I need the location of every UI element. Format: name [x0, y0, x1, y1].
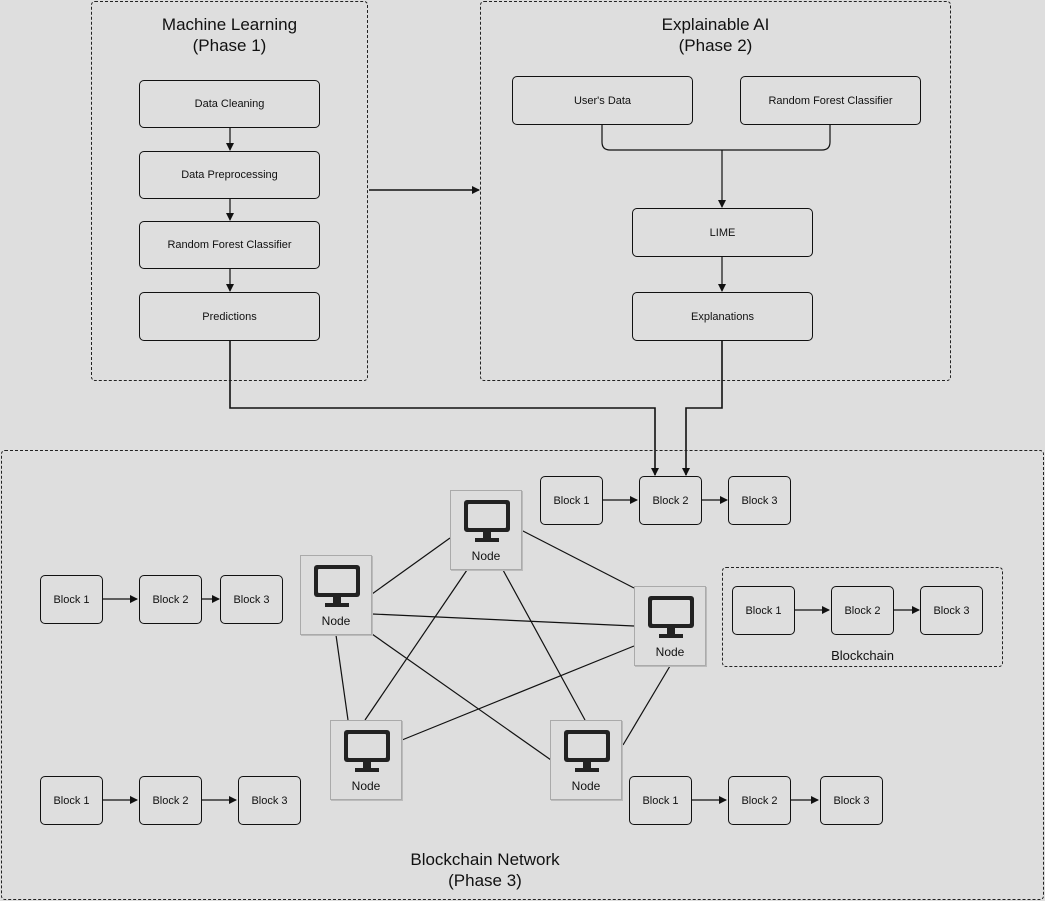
- phase2-subtitle-text: (Phase 2): [678, 36, 753, 55]
- phase2-title-text: Explainable AI: [661, 15, 770, 34]
- top-chain-block-3[interactable]: Block 3: [728, 476, 791, 525]
- phase2-group: [480, 1, 951, 381]
- node-bottom-right[interactable]: Node: [550, 720, 622, 800]
- computer-monitor-icon: [314, 565, 360, 607]
- phase2-title: Explainable AI (Phase 2): [480, 14, 951, 56]
- phase1-group: [91, 1, 368, 381]
- phase1-subtitle-text: (Phase 1): [192, 36, 267, 55]
- bottom-right-chain-block-3[interactable]: Block 3: [820, 776, 883, 825]
- predictions-box[interactable]: Predictions: [139, 292, 320, 341]
- lime-box[interactable]: LIME: [632, 208, 813, 257]
- xai-random-forest-box[interactable]: Random Forest Classifier: [740, 76, 921, 125]
- legend-chain-block-1[interactable]: Block 1: [732, 586, 795, 635]
- node-label: Node: [351, 779, 381, 793]
- users-data-box[interactable]: User's Data: [512, 76, 693, 125]
- legend-chain-block-3[interactable]: Block 3: [920, 586, 983, 635]
- phase3-title: Blockchain Network (Phase 3): [330, 849, 640, 891]
- bottom-right-chain-block-1[interactable]: Block 1: [629, 776, 692, 825]
- explanations-box[interactable]: Explanations: [632, 292, 813, 341]
- top-chain-block-2[interactable]: Block 2: [639, 476, 702, 525]
- node-top[interactable]: Node: [450, 490, 522, 570]
- phase3-group: [1, 450, 1044, 900]
- phase1-title: Machine Learning (Phase 1): [91, 14, 368, 56]
- data-cleaning-box[interactable]: Data Cleaning: [139, 80, 320, 128]
- node-right[interactable]: Node: [634, 586, 706, 666]
- node-left[interactable]: Node: [300, 555, 372, 635]
- left-chain-block-1[interactable]: Block 1: [40, 575, 103, 624]
- blockchain-legend-label: Blockchain: [831, 648, 894, 663]
- legend-chain-block-2[interactable]: Block 2: [831, 586, 894, 635]
- bottom-left-chain-block-3[interactable]: Block 3: [238, 776, 301, 825]
- computer-monitor-icon: [464, 500, 510, 542]
- left-chain-block-3[interactable]: Block 3: [220, 575, 283, 624]
- random-forest-classifier-box[interactable]: Random Forest Classifier: [139, 221, 320, 269]
- blockchain-legend-group: [722, 567, 1003, 667]
- top-chain-block-1[interactable]: Block 1: [540, 476, 603, 525]
- node-label: Node: [471, 549, 501, 563]
- bottom-left-chain-block-2[interactable]: Block 2: [139, 776, 202, 825]
- computer-monitor-icon: [564, 730, 610, 772]
- bottom-left-chain-block-1[interactable]: Block 1: [40, 776, 103, 825]
- phase3-subtitle-text: (Phase 3): [448, 871, 522, 890]
- node-label: Node: [321, 614, 351, 628]
- phase1-title-text: Machine Learning: [161, 15, 298, 34]
- computer-monitor-icon: [344, 730, 390, 772]
- computer-monitor-icon: [648, 596, 694, 638]
- phase3-title-text: Blockchain Network: [410, 850, 560, 869]
- node-label: Node: [571, 779, 601, 793]
- node-label: Node: [655, 645, 685, 659]
- bottom-right-chain-block-2[interactable]: Block 2: [728, 776, 791, 825]
- left-chain-block-2[interactable]: Block 2: [139, 575, 202, 624]
- data-preprocessing-box[interactable]: Data Preprocessing: [139, 151, 320, 199]
- node-bottom-left[interactable]: Node: [330, 720, 402, 800]
